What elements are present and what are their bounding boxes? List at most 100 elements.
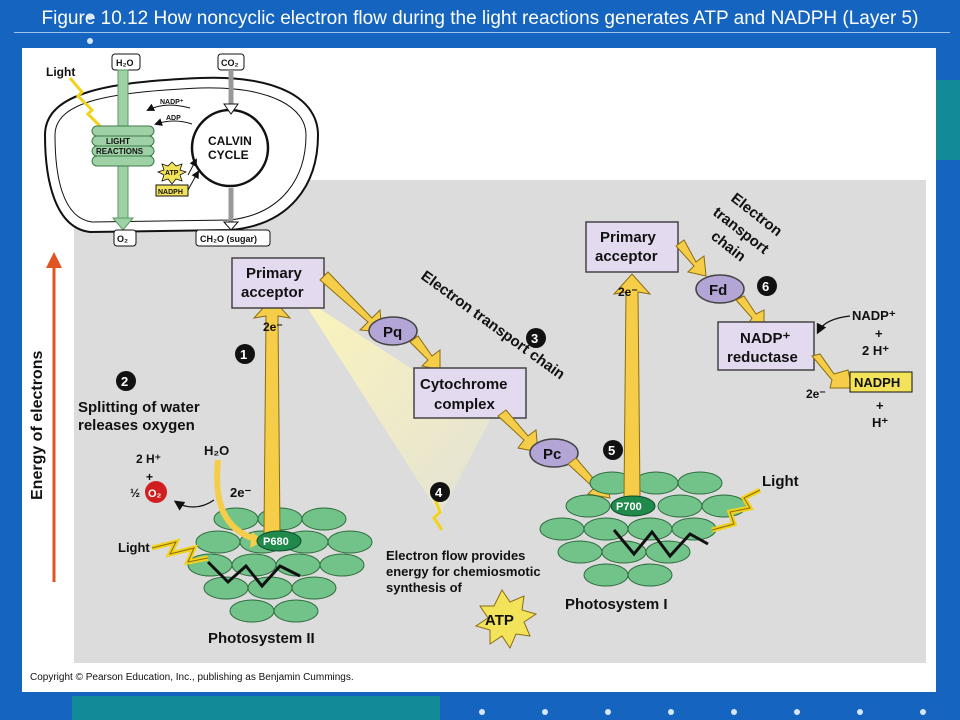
psii-plus-label: + <box>146 470 153 484</box>
electron-flow-2: energy for chemiosmotic <box>386 564 541 579</box>
inset-adp-label: ADP <box>166 115 181 122</box>
arrow-pq-to-cytochrome <box>409 335 441 371</box>
psii-half-label: ½ <box>130 486 140 500</box>
cytochrome-1: Cytochrome <box>420 376 508 393</box>
footer-dot <box>668 709 674 715</box>
bullet-dot <box>87 14 93 20</box>
footer-dot <box>731 709 737 715</box>
pc-carrier <box>529 438 579 468</box>
footer-dot <box>542 709 548 715</box>
psii-primary-acceptor-box <box>231 257 325 309</box>
step-1-number: 1 <box>240 347 247 362</box>
electron-flow-3: synthesis of <box>386 580 463 595</box>
teal-accent-bar <box>936 80 960 160</box>
p700-reaction-center <box>610 495 656 517</box>
pq-label: Pq <box>383 324 402 341</box>
inset-co2-label: CO₂ <box>221 58 239 68</box>
inset-o2-box <box>113 229 137 247</box>
bullet-dot <box>87 38 93 44</box>
water-electron-arrow <box>214 459 259 543</box>
footer-dot <box>920 709 926 715</box>
step-6-badge <box>757 276 777 296</box>
step-4-number: 4 <box>435 485 443 500</box>
psii-primary-acceptor-2: acceptor <box>241 284 304 301</box>
atp-flow-bolt <box>432 495 444 531</box>
inset-atp-label: ATP <box>165 170 179 177</box>
step-2-number: 2 <box>121 374 128 389</box>
inset-atp-star <box>156 161 188 185</box>
o2-red-circle <box>145 481 167 503</box>
step-4-badge <box>430 482 450 502</box>
inset-o2-label: O₂ <box>117 234 128 244</box>
atp-starburst <box>474 589 538 650</box>
nadp-in-plus: + <box>875 326 883 341</box>
inset-calvin-1: CALVIN <box>208 134 252 148</box>
title-rule <box>14 32 950 33</box>
fd-label: Fd <box>709 282 727 299</box>
slide-title: Figure 10.12 How noncyclic electron flow… <box>41 8 919 29</box>
psii-light-label: Light <box>118 540 150 555</box>
psii-2e-label: 2e⁻ <box>263 320 283 334</box>
nadph-box <box>849 371 913 393</box>
nadp-reductase-1: NADP⁺ <box>740 330 791 347</box>
fd-carrier <box>695 274 745 304</box>
chloroplast-inset: Light H₂O CO₂ LIGHT REACTIONS CALVIN CYC… <box>43 53 320 247</box>
nadp-reductase-box <box>717 321 815 371</box>
reductase-2e-label: 2e⁻ <box>806 387 826 401</box>
nadp-in-label: NADP⁺ <box>852 308 896 323</box>
inset-sugar-box <box>195 229 271 247</box>
inset-nadph-label: NADPH <box>158 189 183 196</box>
arrow-acceptor-to-fd <box>675 239 707 277</box>
energy-axis-label: Energy of electrons <box>29 351 46 500</box>
inset-calvin-2: CYCLE <box>208 148 249 162</box>
nadp-reductase-2: reductase <box>727 349 798 366</box>
inset-light-label: Light <box>46 65 75 79</box>
arrow-fd-to-reductase <box>735 295 765 329</box>
p680-label: P680 <box>263 536 289 548</box>
step-5-number: 5 <box>608 443 615 458</box>
teal-footer-bar <box>72 696 440 720</box>
p700-label: P700 <box>616 501 642 513</box>
step-2-badge <box>116 371 136 391</box>
inset-thylakoid-stack <box>91 125 155 167</box>
psi-light-label: Light <box>762 473 799 490</box>
footer-dot <box>479 709 485 715</box>
step-1-badge <box>235 344 255 364</box>
psii-water-2e-label: 2e⁻ <box>230 485 251 500</box>
step-6-number: 6 <box>762 279 769 294</box>
p680-reaction-center <box>256 530 302 552</box>
splitting-water-2: releases oxygen <box>78 417 195 434</box>
pc-label: Pc <box>543 446 561 463</box>
step-3-badge <box>526 328 546 348</box>
step-3-number: 3 <box>531 331 538 346</box>
photosystem-ii-label: Photosystem II <box>208 630 315 647</box>
psii-h2o-label: H₂O <box>204 443 229 458</box>
psi-energy-zigzag <box>612 529 709 559</box>
cytochrome-2: complex <box>434 396 496 413</box>
pq-carrier <box>368 316 418 346</box>
nadp-input-arrow <box>816 315 851 335</box>
nadph-plus: + <box>876 398 884 413</box>
o2-release-arrow <box>173 499 215 511</box>
inset-sugar-label: CH₂O (sugar) <box>200 234 257 244</box>
step-5-badge <box>603 440 623 460</box>
energy-axis: Energy of electrons <box>29 252 62 582</box>
electron-flow-1: Electron flow provides <box>386 548 525 563</box>
inset-nadph-box <box>155 184 189 197</box>
arrow-cytochrome-to-pc <box>497 409 539 453</box>
nadph-label: NADPH <box>854 375 900 390</box>
inset-light-bolt <box>68 77 106 132</box>
atp-energy-beam <box>300 296 490 515</box>
nadp-in-2h: 2 H⁺ <box>862 343 889 358</box>
footer-dot <box>857 709 863 715</box>
psi-2e-label: 2e⁻ <box>618 285 638 299</box>
footer-dot <box>605 709 611 715</box>
cytochrome-complex-box <box>413 367 527 419</box>
copyright-text: Copyright © Pearson Education, Inc., pub… <box>30 672 354 683</box>
etc-atp-label: ATP <box>485 612 514 629</box>
splitting-water-1: Splitting of water <box>78 399 200 416</box>
inset-light-reactions-2: REACTIONS <box>96 147 144 156</box>
psii-primary-acceptor-1: Primary <box>246 265 303 282</box>
inset-h2o-label: H₂O <box>116 58 134 68</box>
